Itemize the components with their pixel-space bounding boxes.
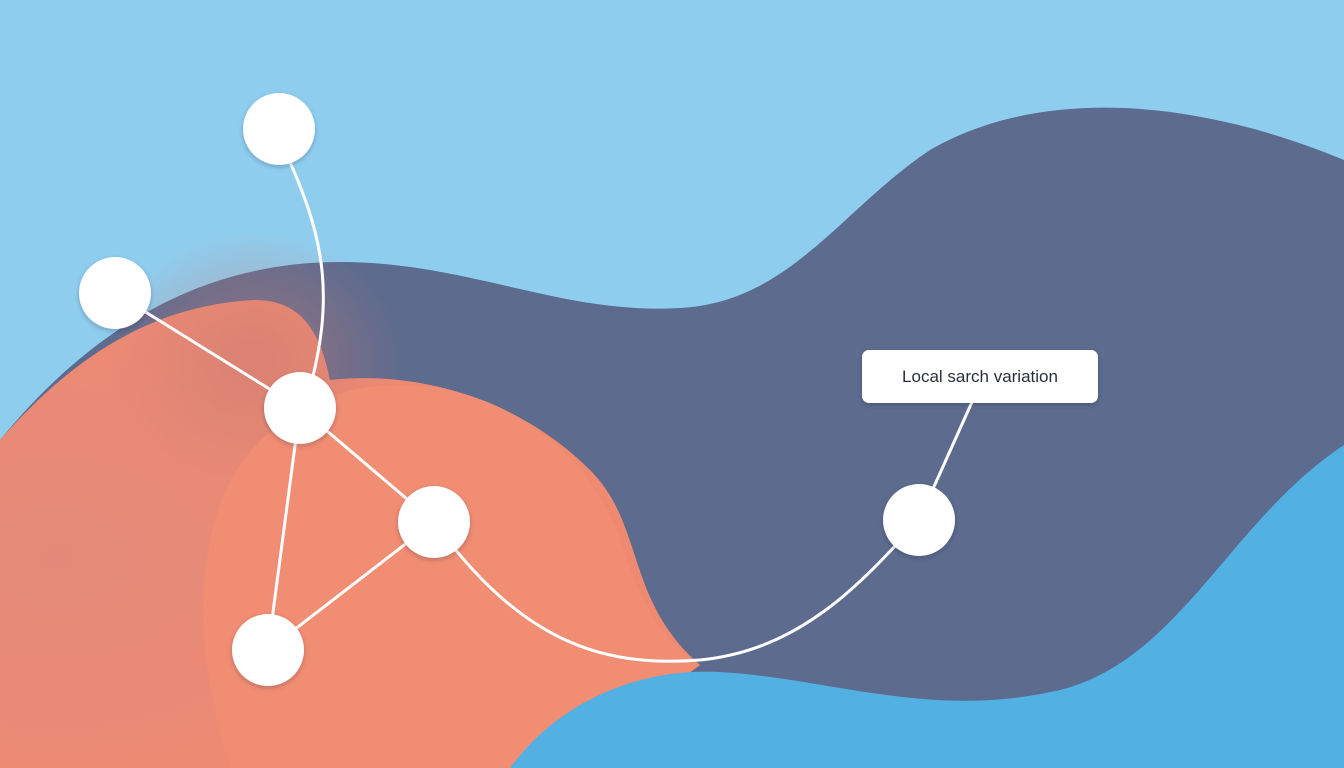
edge-center-to-bottom: [266, 406, 302, 652]
edge-top-to-center: [287, 158, 325, 397]
edge-right-to-far: [432, 518, 921, 663]
node-bottom: [232, 614, 304, 686]
callout-label: Local sarch variation: [862, 350, 1098, 403]
blue-wave-shape: [510, 445, 1344, 768]
node-right: [398, 486, 470, 558]
callout-text: Local sarch variation: [902, 366, 1058, 386]
coral-inner-lobe: [203, 385, 701, 768]
node-far-right: [883, 484, 955, 556]
graph-nodes: [79, 93, 955, 686]
node-center: [264, 372, 336, 444]
node-left: [79, 257, 151, 329]
edge-left-to-center: [113, 291, 302, 410]
node-top: [243, 93, 315, 165]
